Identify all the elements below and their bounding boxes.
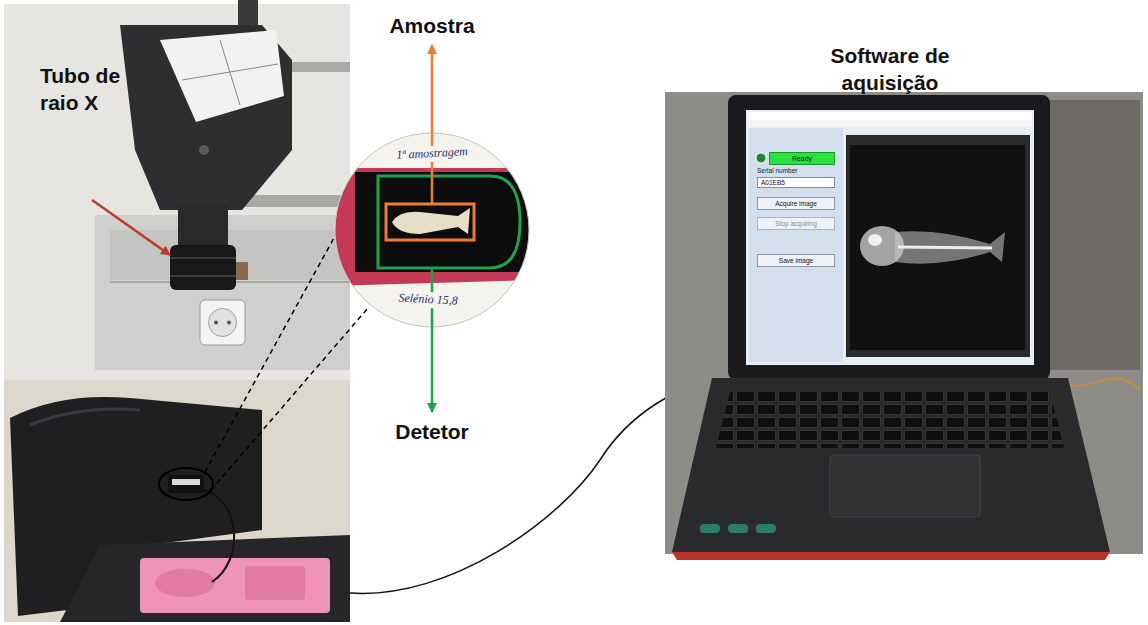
ui-text: Ready xyxy=(792,155,812,163)
illustration-path xyxy=(30,409,140,425)
detector-outline xyxy=(378,176,520,268)
status-indicator: Ready xyxy=(769,152,835,165)
illustration-polygon xyxy=(160,30,284,122)
illustration-rect xyxy=(140,558,330,613)
illustration-rect xyxy=(746,110,1034,365)
illustration-polygon xyxy=(716,392,1064,448)
cable xyxy=(350,378,716,593)
zoom-line xyxy=(205,308,368,497)
sample-outline xyxy=(386,204,474,240)
illustration-polygon xyxy=(672,552,1110,560)
illustration-polygon xyxy=(672,378,1110,552)
pointer-arrow xyxy=(431,45,434,203)
illustration-ellipse xyxy=(868,234,882,246)
illustration-rect xyxy=(168,475,204,493)
illustration-circle xyxy=(227,321,231,325)
illustration-ellipse xyxy=(155,569,215,597)
ui-button: Stop acquiring xyxy=(757,217,835,230)
illustration-rect xyxy=(172,479,200,485)
illustration-rect xyxy=(748,112,1032,120)
illustration-rect xyxy=(330,128,530,168)
illustration-rect xyxy=(1048,100,1140,370)
illustration-rect xyxy=(850,145,1025,350)
illustration-path xyxy=(204,490,234,582)
illustration-rect xyxy=(240,195,350,207)
ui-text: A01EB5 xyxy=(761,179,785,186)
illustration-rect xyxy=(749,128,843,362)
illustration-line xyxy=(170,257,236,259)
ui-button: Save image xyxy=(757,254,835,267)
illustration-rect xyxy=(728,524,748,533)
illustration-rect xyxy=(728,95,1050,380)
illustration-circle xyxy=(199,145,209,155)
illustration-rect xyxy=(756,524,776,533)
handwritten-note: Selénio 15,8 xyxy=(395,290,461,309)
ui-text: Stop acquiring xyxy=(775,220,817,227)
illustration-rect xyxy=(4,380,350,622)
title-label: Software de aquisição xyxy=(805,42,975,97)
illustration-line xyxy=(182,64,278,80)
setup-photo xyxy=(4,0,350,622)
illustration-rect xyxy=(665,92,1143,554)
software-window xyxy=(748,112,1032,362)
ui-button: Acquire image xyxy=(757,197,835,210)
illustration-circle xyxy=(756,153,766,163)
illustration-ellipse xyxy=(159,468,213,500)
illustration-path xyxy=(1060,378,1140,390)
ui-text: Acquire image xyxy=(775,200,817,207)
ui-label: Serial number xyxy=(757,167,841,175)
ui-text: Save image xyxy=(779,257,813,264)
laptop-photo xyxy=(665,92,1143,560)
illustration-rect xyxy=(830,455,980,517)
illustration-path xyxy=(895,231,1005,263)
dropdown-field: A01EB5 xyxy=(757,177,835,188)
illustration-rect xyxy=(846,135,1030,357)
illustration-circle xyxy=(209,309,237,337)
illustration-rect xyxy=(748,120,1032,127)
illustration-polygon xyxy=(60,535,350,622)
illustration-path xyxy=(120,25,292,210)
illustration-rect xyxy=(245,566,305,600)
part-label: Tubo de raio X xyxy=(40,62,132,117)
xray-fish xyxy=(860,226,1005,266)
illustration-line xyxy=(898,247,992,248)
illustration-rect xyxy=(200,300,245,345)
illustration-rect xyxy=(4,4,350,622)
illustration-rect xyxy=(236,262,248,280)
illustration-path xyxy=(392,208,470,234)
illustration-rect xyxy=(170,245,236,290)
illustration-line xyxy=(170,275,236,277)
pointer-arrow xyxy=(92,200,170,255)
part-label: Amostra xyxy=(382,12,482,39)
part-label: Detetor xyxy=(382,418,482,445)
pointer-arrow xyxy=(431,269,434,412)
illustration-rect xyxy=(178,205,228,245)
handwritten-note: 1ª amostragem xyxy=(393,144,471,164)
illustration-circle xyxy=(214,321,218,325)
illustration-rect xyxy=(700,524,720,533)
illustration-rect xyxy=(355,172,530,272)
